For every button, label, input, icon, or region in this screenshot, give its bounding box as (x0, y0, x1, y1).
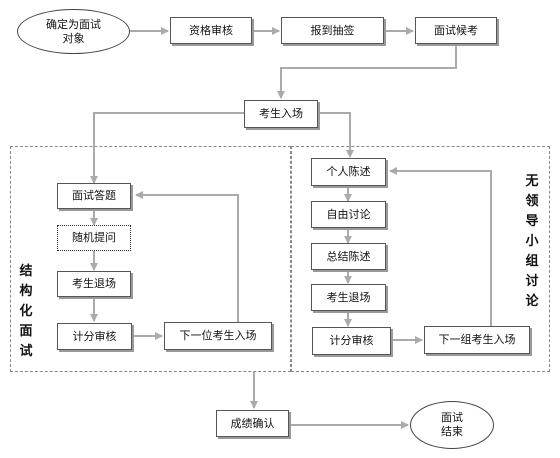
arrow-enter-to-answer (90, 112, 244, 184)
interview-answer-node: 面试答题 (57, 183, 131, 209)
qualification-review-node: 资格审核 (170, 17, 252, 44)
candidate-enter-node: 考生入场 (244, 100, 318, 128)
report-draw-node: 报到抽签 (281, 17, 384, 44)
leaderless-group-label: 无领导小组讨论 (525, 174, 539, 309)
structured-interview-section (10, 146, 291, 372)
end-node: 面试 结束 (410, 401, 494, 449)
score-review-right-node: 计分审核 (312, 327, 391, 355)
interview-waiting-node: 面试候考 (415, 17, 497, 44)
score-confirm-node: 成绩确认 (216, 410, 289, 437)
next-group-node: 下一组考生入场 (424, 326, 530, 354)
arrow-waiting-to-enter (277, 46, 457, 99)
leaderless-group-section (291, 146, 550, 372)
summary-statement-node: 总结陈述 (311, 243, 386, 270)
arrow-next-group-loop (389, 167, 492, 326)
structured-interview-label: 结构化面试 (19, 264, 33, 359)
free-discussion-node: 自由讨论 (311, 201, 386, 228)
personal-statement-node: 个人陈述 (311, 158, 386, 186)
arrow-next-candidate-loop (135, 191, 239, 322)
candidate-exit-left-node: 考生退场 (57, 271, 131, 297)
candidate-exit-right-node: 考生退场 (311, 284, 386, 311)
next-candidate-node: 下一位考生入场 (164, 322, 272, 350)
start-node: 确定为面试 对象 (17, 9, 130, 54)
score-review-left-node: 计分审核 (57, 323, 132, 350)
random-question-node: 随机提问 (57, 225, 131, 251)
arrow-enter-to-personal (318, 112, 354, 158)
